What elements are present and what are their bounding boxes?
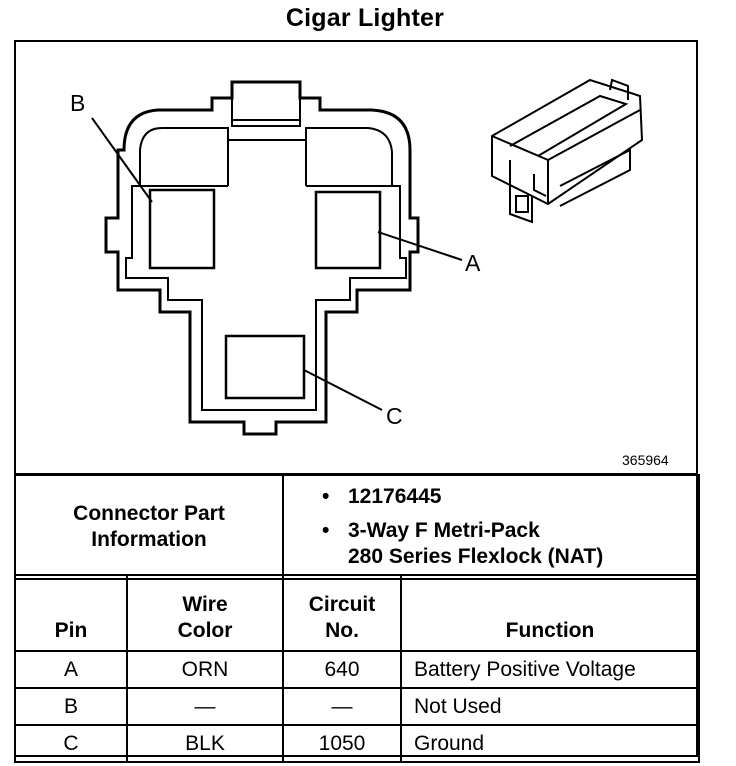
cavity-b xyxy=(148,188,216,270)
wire-color-cell: — xyxy=(126,687,284,726)
diagram-title: Cigar Lighter xyxy=(285,4,445,32)
connector-description-line1: 3-Way F Metri-Pack xyxy=(348,519,540,542)
bullet-icon: • xyxy=(322,519,330,542)
function-cell: Battery Positive Voltage xyxy=(400,650,700,689)
header-circuit-line1: Circuit xyxy=(308,593,376,616)
header-circuit-no: Circuit No. xyxy=(282,574,402,652)
header-wire-line1: Wire xyxy=(182,593,228,616)
connector-info-label-line2: Information xyxy=(91,528,207,551)
part-number: 12176445 xyxy=(348,485,442,508)
figure-number: 365964 xyxy=(622,452,669,468)
callout-b: B xyxy=(70,90,86,116)
leader-line-a xyxy=(377,231,463,261)
wire-color-cell: ORN xyxy=(126,650,284,689)
header-pin-label: Pin xyxy=(54,619,88,642)
cavity-a xyxy=(314,190,382,270)
circuit-cell: 640 xyxy=(282,650,402,689)
header-function-label: Function xyxy=(505,619,595,642)
pin-cell: A xyxy=(14,650,128,689)
pin-table: Pin Wire Color Circuit No. Function A OR… xyxy=(14,574,700,763)
circuit-cell: — xyxy=(282,687,402,726)
header-wire-line2: Color xyxy=(177,619,233,642)
pin-cell: C xyxy=(14,724,128,763)
connector-description-line2: 280 Series Flexlock (NAT) xyxy=(348,545,604,568)
callout-c: C xyxy=(386,403,403,429)
leader-line-c xyxy=(303,369,383,411)
header-function: Function xyxy=(400,574,700,652)
bullet-icon: • xyxy=(322,485,330,508)
latch-block xyxy=(231,81,301,127)
function-cell: Ground xyxy=(400,724,700,763)
connector-info-row: Connector Part Information • 12176445 • … xyxy=(14,474,700,580)
table-row: B — — Not Used xyxy=(14,687,700,726)
leader-line-b xyxy=(91,117,153,203)
cavity-c xyxy=(224,334,306,400)
table-row: A ORN 640 Battery Positive Voltage xyxy=(14,650,700,689)
part-number-item: • 12176445 xyxy=(322,484,698,510)
connector-info-values: • 12176445 • 3-Way F Metri-Pack 280 Seri… xyxy=(282,474,700,580)
wire-color-cell: BLK xyxy=(126,724,284,763)
table-row: C BLK 1050 Ground xyxy=(14,724,700,763)
connector-outline-inner xyxy=(125,127,407,411)
callout-a: A xyxy=(465,250,481,276)
header-wire-color: Wire Color xyxy=(126,574,284,652)
function-cell: Not Used xyxy=(400,687,700,726)
connector-outline-outer xyxy=(104,80,420,436)
pin-table-header: Pin Wire Color Circuit No. Function xyxy=(14,574,700,652)
pin-cell: B xyxy=(14,687,128,726)
connector-info-label-line1: Connector Part xyxy=(73,502,225,525)
connector-info-table: Connector Part Information • 12176445 • … xyxy=(14,474,700,580)
header-pin: Pin xyxy=(14,574,128,652)
connector-iso-view xyxy=(491,78,644,224)
connector-description-item: • 3-Way F Metri-Pack 280 Series Flexlock… xyxy=(322,518,698,570)
connector-info-label: Connector Part Information xyxy=(14,474,284,580)
header-circuit-line2: No. xyxy=(325,619,359,642)
circuit-cell: 1050 xyxy=(282,724,402,763)
